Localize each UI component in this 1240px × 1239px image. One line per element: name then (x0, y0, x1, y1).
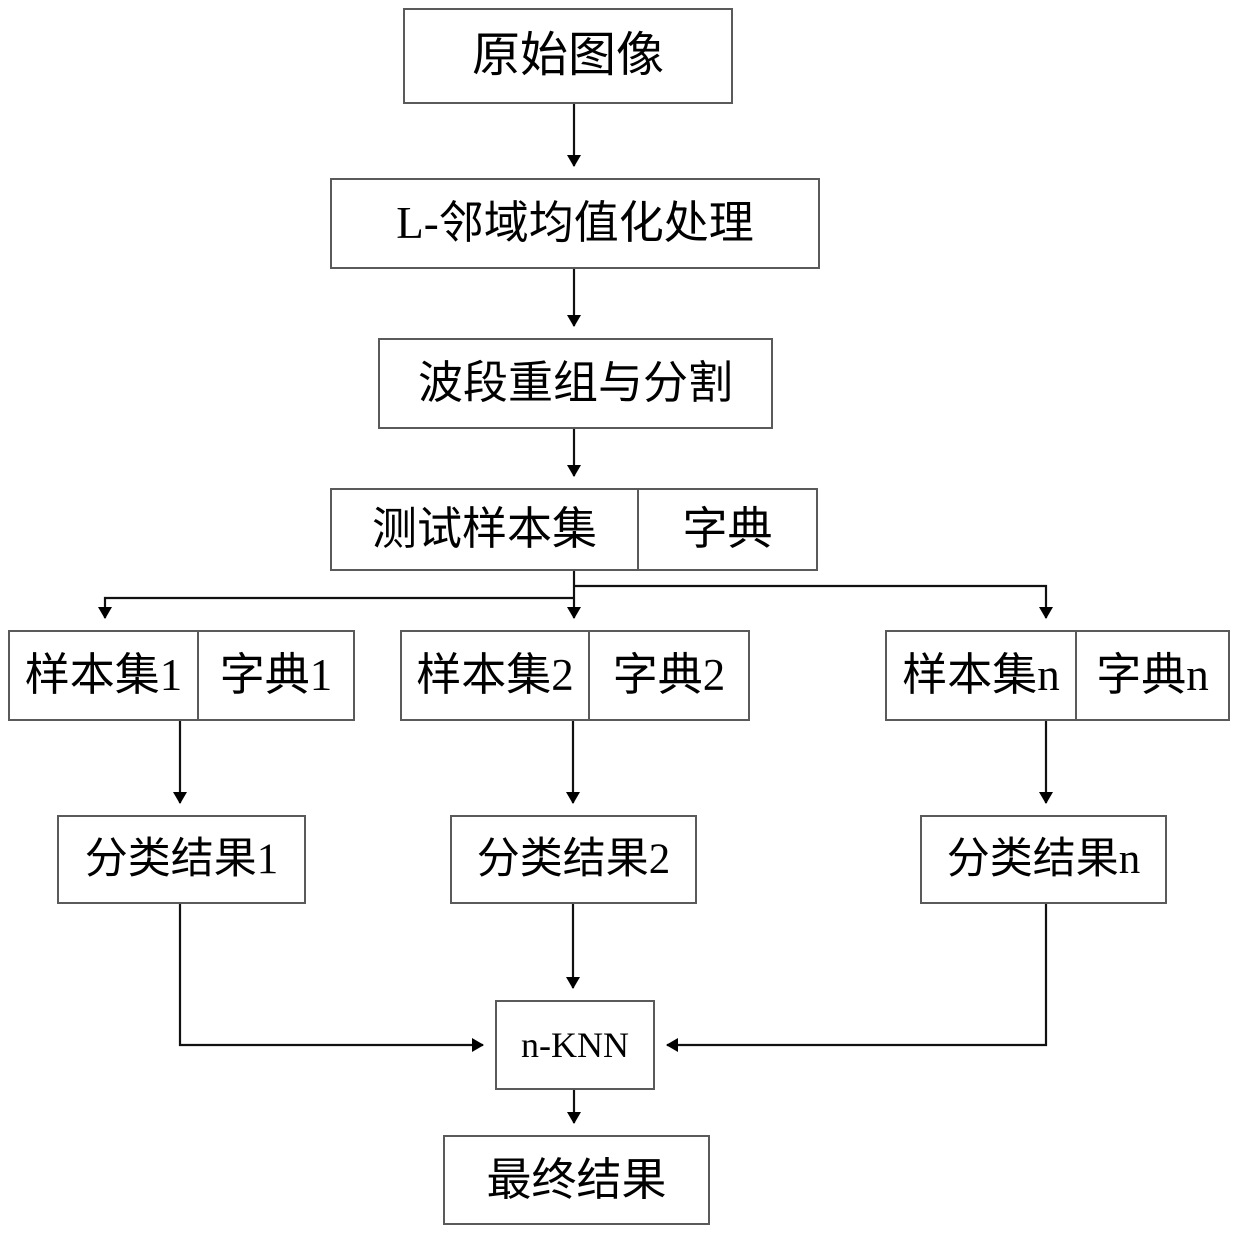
node-final-result[interactable]: 最终结果 (443, 1135, 710, 1225)
edge-branch-right (574, 584, 1053, 619)
node-class-result-1[interactable]: 分类结果1 (57, 815, 306, 904)
node-test-sample-set-dictionary[interactable]: 测试样本集 字典 (330, 488, 818, 571)
node-class-result-n[interactable]: 分类结果n (920, 815, 1167, 904)
edge-branch-left (98, 596, 574, 619)
node-n-knn[interactable]: n-KNN (495, 1000, 655, 1090)
node-class-result-2-label: 分类结果2 (476, 836, 671, 883)
node-dictionary-n-label: 字典n (1096, 650, 1209, 700)
node-class-result-2[interactable]: 分类结果2 (450, 815, 697, 904)
node-sample-set-1-label: 样本集1 (10, 632, 199, 719)
node-l-neighborhood-mean[interactable]: L-邻域均值化处理 (330, 178, 820, 269)
node-source-image[interactable]: 原始图像 (403, 8, 733, 104)
edge-res1-to-knn (178, 904, 484, 1052)
node-dictionary-label: 字典 (682, 504, 773, 554)
node-final-result-label: 最终结果 (486, 1154, 667, 1205)
node-dictionary-1-label: 字典1 (219, 650, 333, 700)
node-l-neighborhood-mean-label: L-邻域均值化处理 (396, 198, 754, 248)
node-class-result-n-label: 分类结果n (946, 836, 1141, 883)
node-sample-set-n-label: 样本集n (887, 632, 1077, 719)
node-band-recombine-split[interactable]: 波段重组与分割 (378, 338, 773, 429)
node-dictionary-2-label: 字典2 (612, 650, 726, 700)
node-sample-set-2[interactable]: 样本集2 字典2 (400, 630, 750, 721)
node-sample-set-1[interactable]: 样本集1 字典1 (8, 630, 355, 721)
node-band-recombine-split-label: 波段重组与分割 (417, 358, 733, 408)
node-sample-set-n[interactable]: 样本集n 字典n (885, 630, 1230, 721)
node-n-knn-label: n-KNN (521, 1025, 629, 1065)
edge-resn-to-knn (666, 904, 1048, 1052)
node-source-image-label: 原始图像 (471, 29, 664, 82)
node-class-result-1-label: 分类结果1 (84, 836, 279, 883)
node-sample-set-2-label: 样本集2 (402, 632, 590, 719)
node-test-sample-set-label: 测试样本集 (332, 490, 639, 569)
